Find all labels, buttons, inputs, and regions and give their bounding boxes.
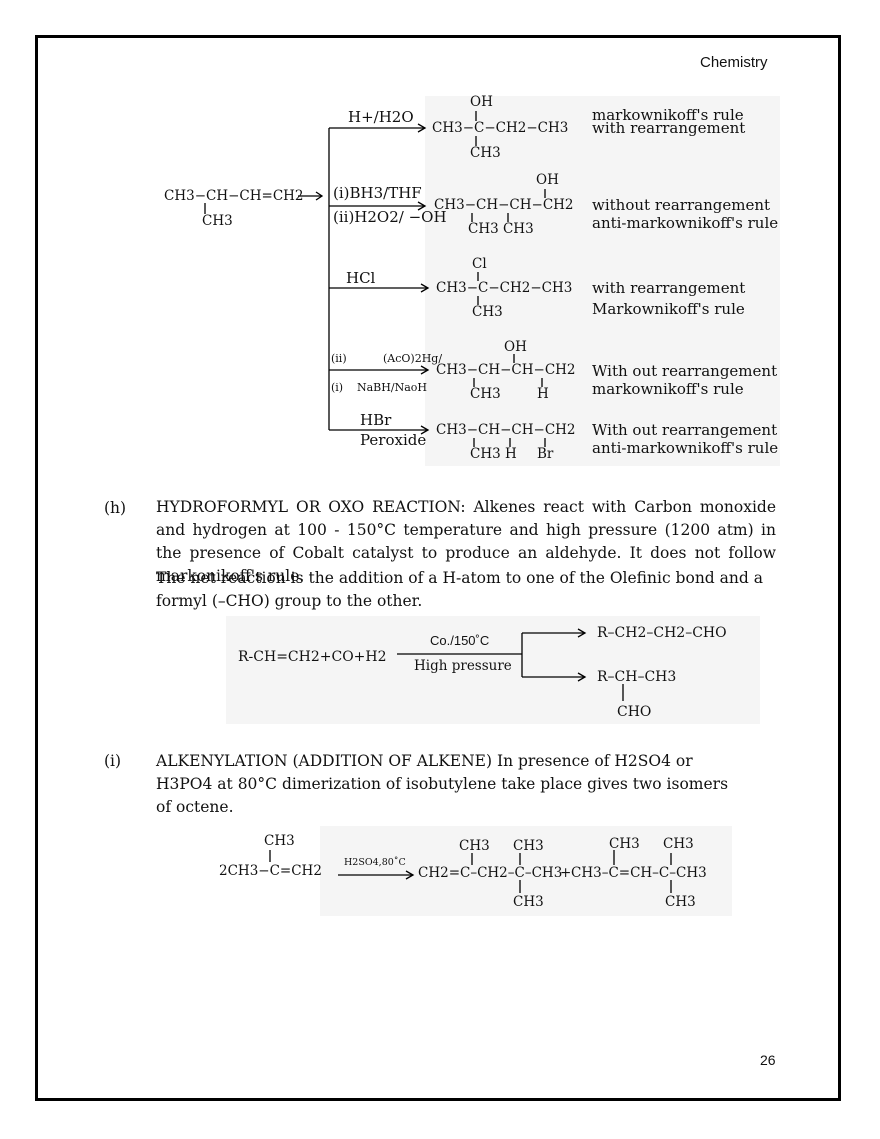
branch2-rule-2: anti-markownikoff's rule — [592, 214, 779, 232]
branch4-reagent-top-b: (AcO)2Hg/ — [383, 352, 443, 365]
alkenylation-scheme-lines — [269, 850, 672, 893]
branch1-product: CH3−C−CH2−CH3 — [432, 120, 569, 136]
page-border — [35, 35, 841, 1101]
page-number: 26 — [760, 1052, 776, 1068]
oxo-scheme-lines — [397, 628, 624, 701]
branch5-product-bottom-c: Br — [537, 446, 554, 462]
branch1-reagent: H+/H2O — [348, 108, 414, 126]
branch1-product-bottom: CH3 — [470, 145, 501, 161]
oxo-condition-top: Co./150˚C — [430, 633, 490, 648]
reactant-branch: CH3 — [202, 213, 233, 229]
branch4-reagent-bottom-a: (i) — [331, 381, 344, 394]
branch3-rule-1: with rearrangement — [592, 279, 746, 297]
branch4-rule-1: With out rearrangement — [592, 362, 778, 380]
oxo-product-1: R–CH2–CH2–CHO — [597, 625, 727, 641]
oxo-product-2-branch: CHO — [617, 704, 652, 720]
branch3-reagent: HCl — [346, 269, 376, 287]
section-i-paragraph: ALKENYLATION (ADDITION OF ALKENE) In pre… — [156, 750, 746, 819]
branch3-product-bottom: CH3 — [472, 304, 503, 320]
alkenylation-product-1: CH2=C–CH2–C–CH3 — [418, 865, 563, 881]
branch4-reagent-bottom-b: NaBH/NaoH — [357, 381, 427, 394]
scheme-lines — [204, 111, 546, 447]
section-i-title: ALKENYLATION (ADDITION OF ALKENE) — [156, 752, 493, 770]
branch5-product: CH3−CH−CH−CH2 — [436, 422, 576, 438]
branch4-rule-2: markownikoff's rule — [592, 380, 744, 398]
branch2-rule-1: without rearrangement — [592, 196, 771, 214]
alkenylation-reactant: 2CH3−C=CH2 — [219, 863, 322, 879]
section-h-letter: (h) — [104, 499, 127, 517]
branch2-product-bottom: CH3 CH3 — [468, 221, 534, 237]
branch2-reagent-top: (i)BH3/THF — [333, 184, 422, 202]
branch4-product-bottom-b: H — [537, 386, 549, 402]
alkenylation-condition: H2SO4,80˚C — [344, 857, 406, 868]
branch5-rule-2: anti-markownikoff's rule — [592, 439, 779, 457]
oxo-product-2: R–CH–CH3 — [597, 669, 677, 685]
branch5-product-bottom-a: CH3 — [470, 446, 501, 462]
section-i-body: In presence of H2SO4 or H3PO4 at 80°C di… — [156, 752, 729, 816]
alkenylation-top-3: CH3 — [609, 836, 640, 852]
branch4-reagent-top-a: (ii) — [331, 352, 347, 365]
alkenylation-reactant-top: CH3 — [264, 833, 295, 849]
page-header-subject: Chemistry — [700, 54, 768, 71]
branch4-product-bottom-a: CH3 — [470, 386, 501, 402]
branch5-reagent-top: HBr — [360, 411, 392, 429]
section-h-body: Alkenes react with Carbon monoxide and h… — [156, 498, 776, 585]
reactant-formula: CH3−CH−CH=CH2 — [164, 188, 304, 204]
scheme-background — [425, 96, 780, 466]
oxo-scheme-background — [226, 616, 760, 724]
alkenylation-top-4: CH3 — [663, 836, 694, 852]
section-h-paragraph-2: The net reaction is the addition of a H-… — [156, 569, 763, 610]
section-h-paragraph: HYDROFORMYL OR OXO REACTION: Alkenes rea… — [156, 496, 776, 588]
oxo-reactants: R-CH=CH2+CO+H2 — [238, 649, 387, 665]
section-i-letter: (i) — [104, 752, 122, 770]
alkenylation-scheme-background — [320, 826, 732, 916]
branch3-product-top: Cl — [472, 256, 487, 272]
branch5-product-bottom-b: H — [505, 446, 517, 462]
branch2-product-top: OH — [536, 172, 559, 188]
branch5-rule-1: With out rearrangement — [592, 421, 778, 439]
oxo-condition-bottom: High pressure — [414, 658, 512, 674]
branch5-reagent-bottom: Peroxide — [360, 431, 427, 449]
branch1-product-top: OH — [470, 94, 493, 110]
branch4-product-top: OH — [504, 339, 527, 355]
alkenylation-plus: + — [560, 865, 572, 881]
branch1-rule-2: with rearrangement — [592, 119, 746, 137]
alkenylation-bottom-2: CH3 — [665, 894, 696, 910]
section-h-title: HYDROFORMYL OR OXO REACTION: — [156, 498, 466, 516]
branch4-product: CH3−CH−CH−CH2 — [436, 362, 576, 378]
branch3-product: CH3−C−CH2−CH3 — [436, 280, 573, 296]
alkenylation-top-1: CH3 — [459, 838, 490, 854]
branch2-reagent-bottom: (ii)H2O2/ −OH — [333, 208, 447, 226]
alkenylation-product-2: CH3–C=CH–C–CH3 — [571, 865, 707, 881]
branch3-rule-2: Markownikoff's rule — [592, 300, 745, 318]
alkenylation-top-2: CH3 — [513, 838, 544, 854]
branch1-rule-1: markownikoff's rule — [592, 106, 744, 124]
alkenylation-bottom-1: CH3 — [513, 894, 544, 910]
branch2-product: CH3−CH−CH−CH2 — [434, 197, 574, 213]
